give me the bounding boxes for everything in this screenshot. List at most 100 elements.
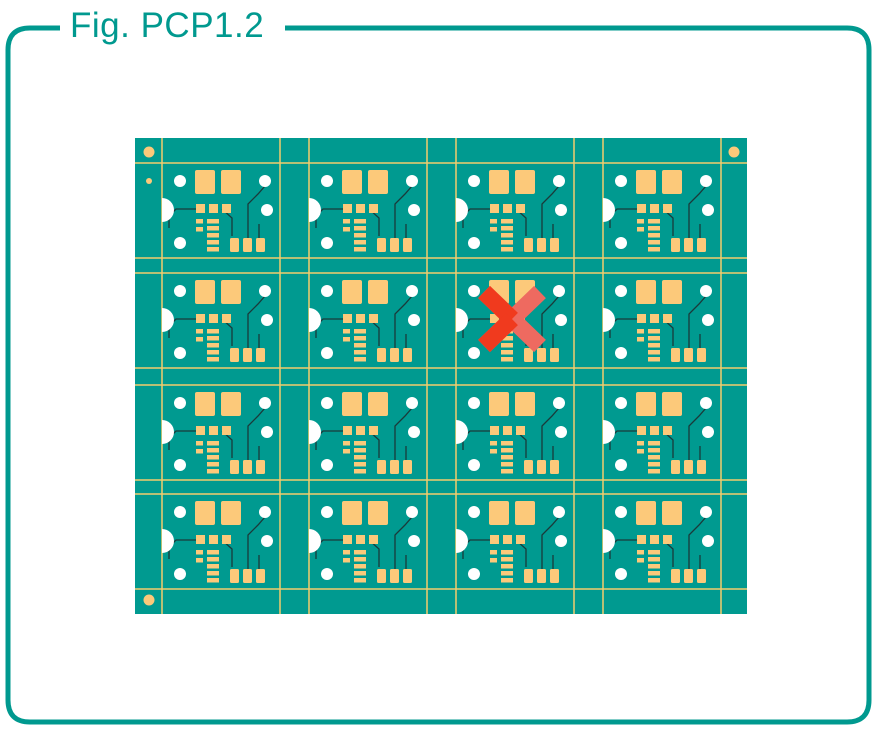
stack-pad xyxy=(501,462,513,467)
circuit-board xyxy=(603,170,714,252)
large-pad xyxy=(636,280,656,304)
small-pad xyxy=(650,426,659,435)
stack-pad xyxy=(648,462,660,467)
stack-pad xyxy=(501,226,513,231)
mounting-hole xyxy=(321,397,333,409)
stack-pad xyxy=(648,343,660,348)
mounting-hole xyxy=(468,237,480,249)
mounting-hole xyxy=(259,506,271,518)
mounting-hole xyxy=(615,237,627,249)
mounting-hole xyxy=(468,175,480,187)
reject-stroke xyxy=(478,312,518,353)
stack-pad xyxy=(490,441,497,446)
large-pad xyxy=(221,392,241,416)
connector-pad xyxy=(550,238,559,252)
mounting-hole xyxy=(174,237,186,249)
stack-pad xyxy=(637,558,644,563)
mounting-hole xyxy=(259,397,271,409)
connector-pad xyxy=(230,460,239,474)
large-pad xyxy=(636,501,656,525)
small-pad xyxy=(490,314,499,323)
connector-pad xyxy=(550,460,559,474)
mounting-hole xyxy=(468,397,480,409)
stack-pad xyxy=(648,233,660,238)
edge-notch xyxy=(603,529,615,553)
edge-notch xyxy=(603,420,615,444)
mounting-hole xyxy=(321,347,333,359)
large-pad xyxy=(195,501,215,525)
circuit-board xyxy=(603,392,714,474)
small-pad xyxy=(663,535,672,544)
mounting-hole xyxy=(702,204,714,216)
trace xyxy=(688,295,707,348)
circuit-board xyxy=(162,501,273,583)
edge-notch xyxy=(162,529,174,553)
trace xyxy=(394,295,413,348)
small-pad xyxy=(650,314,659,323)
stack-pad xyxy=(354,357,366,362)
connector-pad xyxy=(230,348,239,362)
stack-pad xyxy=(648,329,660,334)
large-pad xyxy=(515,501,535,525)
connector-pad xyxy=(697,348,706,362)
connector-pad xyxy=(243,460,252,474)
connector-pad xyxy=(230,569,239,583)
mounting-hole xyxy=(321,568,333,580)
stack-pad xyxy=(354,329,366,334)
stack-pad xyxy=(501,343,513,348)
connector-pad xyxy=(550,569,559,583)
small-pad xyxy=(637,314,646,323)
stack-pad xyxy=(648,247,660,252)
connector-pad xyxy=(671,238,680,252)
mounting-hole xyxy=(702,535,714,547)
small-pad xyxy=(196,204,205,213)
stack-pad xyxy=(354,578,366,583)
stack-pad xyxy=(501,578,513,583)
large-pad xyxy=(489,392,509,416)
small-pad xyxy=(650,535,659,544)
stack-pad xyxy=(207,462,219,467)
mounting-hole xyxy=(553,175,565,187)
mounting-hole xyxy=(174,285,186,297)
stack-pad xyxy=(354,336,366,341)
mounting-hole xyxy=(555,204,567,216)
edge-notch xyxy=(456,420,468,444)
stack-pad xyxy=(648,240,660,245)
mounting-hole xyxy=(700,175,712,187)
connector-pad xyxy=(537,238,546,252)
large-pad xyxy=(662,501,682,525)
stack-pad xyxy=(501,564,513,569)
stack-pad xyxy=(207,233,219,238)
circuit-board xyxy=(456,170,567,252)
connector-pad xyxy=(256,348,265,362)
fiducial-mark xyxy=(146,178,152,184)
connector-pad xyxy=(256,238,265,252)
trace xyxy=(247,407,266,460)
circuit-board xyxy=(162,280,273,362)
stack-pad xyxy=(196,550,203,555)
large-pad xyxy=(368,280,388,304)
large-pad xyxy=(489,170,509,194)
small-pad xyxy=(490,426,499,435)
stack-pad xyxy=(196,449,203,454)
mounting-hole xyxy=(468,568,480,580)
connector-pad xyxy=(377,348,386,362)
small-pad xyxy=(356,535,365,544)
stack-pad xyxy=(207,578,219,583)
small-pad xyxy=(222,426,231,435)
stack-pad xyxy=(343,337,350,342)
circuit-board xyxy=(603,280,714,362)
large-pad xyxy=(368,170,388,194)
stack-pad xyxy=(637,441,644,446)
small-pad xyxy=(637,535,646,544)
mounting-hole xyxy=(615,459,627,471)
mounting-hole xyxy=(261,204,273,216)
stack-pad xyxy=(343,550,350,555)
connector-pad xyxy=(524,460,533,474)
stack-pad xyxy=(648,336,660,341)
trace xyxy=(541,516,560,569)
edge-notch xyxy=(456,198,468,222)
small-pad xyxy=(222,535,231,544)
edge-notch xyxy=(603,198,615,222)
fiducial-mark xyxy=(143,146,155,158)
